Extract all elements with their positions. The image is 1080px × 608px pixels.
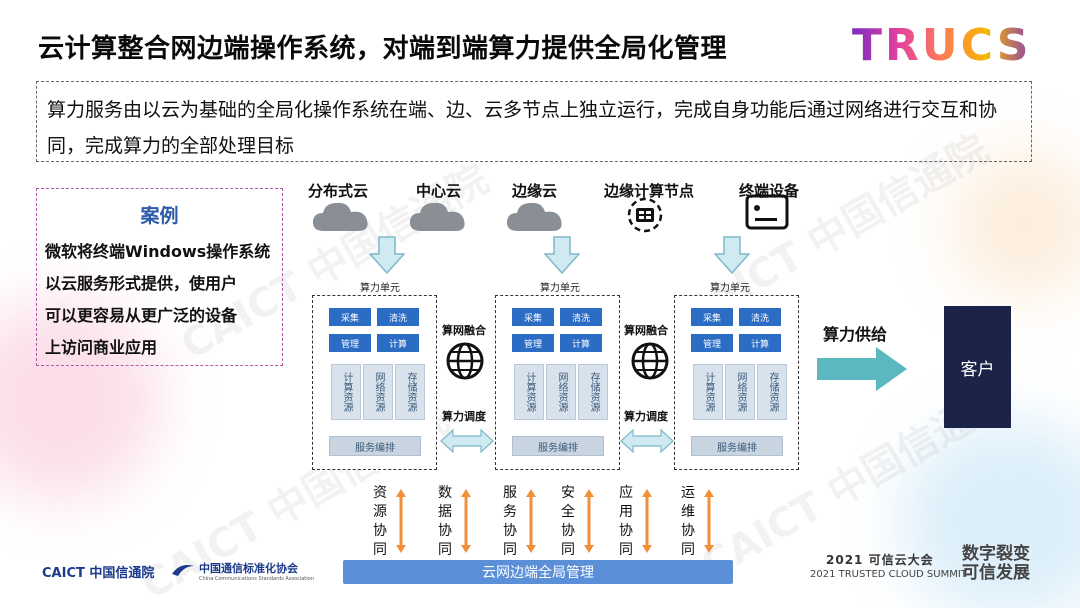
bg-blob [950, 150, 1080, 300]
case-line: 微软将终端Windows操作系统 [45, 242, 271, 261]
case-line: 上访问商业应用 [45, 338, 158, 357]
down-arrow-icon [369, 236, 405, 274]
clean-block: 清洗 [377, 308, 419, 326]
collab-label: 应用协同 [619, 485, 633, 558]
bg-blob [900, 420, 1080, 608]
node-label-edge-node: 边缘计算节点 [604, 182, 695, 200]
fusion-label: 算网融合 [442, 324, 486, 337]
node-label-distributed-cloud: 分布式云 [308, 182, 369, 200]
compute-resource-box: 计算资源 [331, 364, 361, 420]
caict-logo: CAICT 中国信通院 [42, 566, 155, 581]
manage-block: 管理 [512, 334, 554, 352]
compute-resource-box: 计算资源 [693, 364, 723, 420]
collect-block: 采集 [512, 308, 554, 326]
service-orchestration-bar: 服务编排 [512, 436, 604, 456]
dispatch-label: 算力调度 [442, 410, 486, 423]
globe-icon [631, 342, 669, 380]
clean-block: 清洗 [739, 308, 781, 326]
collab-label: 服务协同 [503, 485, 517, 558]
network-resource-box: 网络资源 [546, 364, 576, 420]
collect-block: 采集 [329, 308, 371, 326]
case-line: 可以更容易从更广泛的设备 [45, 306, 238, 325]
bg-blob [0, 300, 160, 500]
right-arrow-icon [817, 347, 907, 391]
measure-block: 计算 [560, 334, 602, 352]
node-label-edge-cloud: 边缘云 [512, 182, 558, 200]
clean-block: 清洗 [560, 308, 602, 326]
storage-resource-box: 存储资源 [578, 364, 608, 420]
globe-icon [446, 342, 484, 380]
case-box: 案例 微软将终端Windows操作系统 以云服务形式提供，使用户 可以更容易从更… [36, 188, 283, 366]
collab-label: 运维协同 [681, 485, 695, 558]
slogan-line: 可信发展 [962, 563, 1030, 583]
collab-label: 资源协同 [373, 485, 387, 558]
terminal-icon [745, 194, 789, 230]
collab-label: 安全协同 [561, 485, 575, 558]
ccsa-name-en: China Communications Standards Associati… [199, 576, 314, 582]
summit-name-cn: 2021 可信云大会 [826, 553, 934, 567]
ccsa-logo-icon [172, 565, 194, 576]
compute-unit-cluster: 采集 清洗 管理 计算 计算资源 网络资源 存储资源 服务编排 [312, 295, 437, 470]
manage-block: 管理 [329, 334, 371, 352]
node-label-central-cloud: 中心云 [416, 182, 462, 200]
trucs-logo: TRUCS [852, 20, 1032, 71]
dispatch-label: 算力调度 [624, 410, 668, 423]
summary-box: 算力服务由以云为基础的全局化操作系统在端、边、云多节点上独立运行，完成自身功能后… [36, 81, 1032, 162]
compute-unit-cluster: 采集 清洗 管理 计算 计算资源 网络资源 存储资源 服务编排 [674, 295, 799, 470]
storage-resource-box: 存储资源 [395, 364, 425, 420]
storage-resource-box: 存储资源 [757, 364, 787, 420]
slogan-line: 数字裂变 [962, 544, 1030, 564]
fusion-label: 算网融合 [624, 324, 668, 337]
orange-arrow-icon [526, 489, 536, 553]
compute-unit-cluster: 采集 清洗 管理 计算 计算资源 网络资源 存储资源 服务编排 [495, 295, 620, 470]
double-arrow-icon [440, 428, 494, 454]
service-orchestration-bar: 服务编排 [329, 436, 421, 456]
unit-label: 算力单元 [540, 283, 580, 294]
compute-resource-box: 计算资源 [514, 364, 544, 420]
network-resource-box: 网络资源 [725, 364, 755, 420]
ccsa-logo: 中国通信标准化协会 China Communications Standards… [199, 560, 314, 582]
service-orchestration-bar: 服务编排 [691, 436, 783, 456]
double-arrow-icon [620, 428, 674, 454]
collab-label: 数据协同 [438, 485, 452, 558]
cloud-icon [409, 202, 465, 231]
edge-node-icon [627, 197, 663, 233]
orange-arrow-icon [396, 489, 406, 553]
supply-label: 算力供给 [823, 325, 888, 344]
cloud-icon [312, 202, 368, 231]
global-management-bar: 云网边端全局管理 [343, 560, 733, 584]
orange-arrow-icon [642, 489, 652, 553]
measure-block: 计算 [739, 334, 781, 352]
manage-block: 管理 [691, 334, 733, 352]
case-line: 以云服务形式提供，使用户 [45, 274, 238, 293]
collect-block: 采集 [691, 308, 733, 326]
down-arrow-icon [714, 236, 750, 274]
unit-label: 算力单元 [360, 283, 400, 294]
page-title: 云计算整合网边端操作系统，对端到端算力提供全局化管理 [38, 34, 728, 64]
ccsa-name-cn: 中国通信标准化协会 [199, 562, 298, 575]
unit-label: 算力单元 [710, 283, 750, 294]
summit-name-en: 2021 TRUSTED CLOUD SUMMIT [810, 569, 967, 580]
case-title: 案例 [140, 205, 179, 227]
cloud-icon [506, 202, 562, 231]
measure-block: 计算 [377, 334, 419, 352]
orange-arrow-icon [704, 489, 714, 553]
down-arrow-icon [544, 236, 580, 274]
slogan: 数字裂变 可信发展 [962, 545, 1030, 583]
customer-box: 客户 [944, 306, 1011, 428]
network-resource-box: 网络资源 [363, 364, 393, 420]
orange-arrow-icon [584, 489, 594, 553]
orange-arrow-icon [461, 489, 471, 553]
